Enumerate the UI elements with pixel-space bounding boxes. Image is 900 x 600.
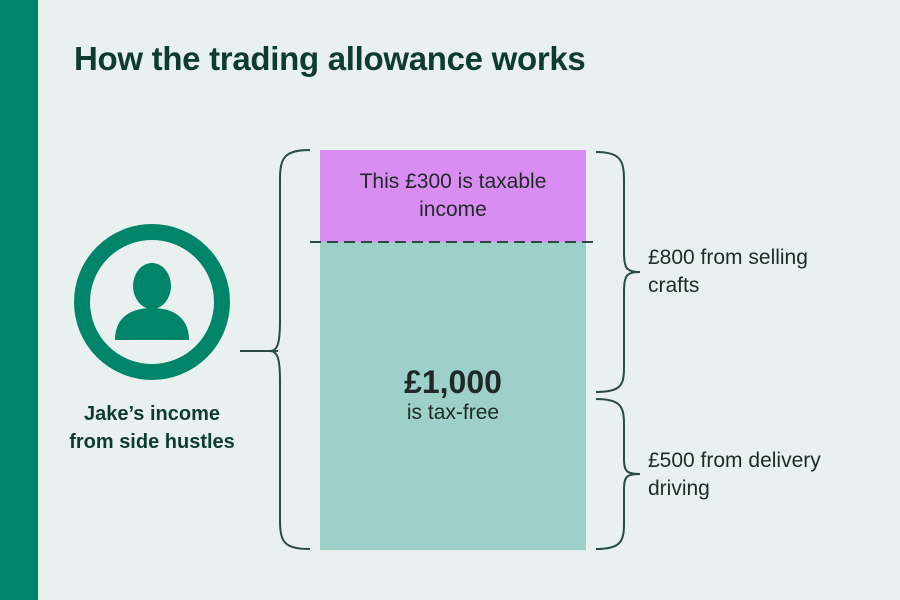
driving-brace bbox=[595, 398, 641, 550]
income-total-brace bbox=[269, 149, 311, 550]
icon-head bbox=[133, 263, 171, 309]
tax-free-box: £1,000 is tax-free bbox=[320, 242, 586, 550]
crafts-brace bbox=[595, 151, 641, 393]
taxable-income-box: This £300 is taxable income bbox=[320, 150, 586, 242]
page-title: How the trading allowance works bbox=[74, 40, 586, 77]
tax-free-amount: £1,000 bbox=[404, 364, 502, 400]
tax-free-text: £1,000 is tax-free bbox=[320, 364, 586, 426]
income-source-driving: £500 from delivery driving bbox=[648, 449, 821, 500]
icon-shoulders bbox=[115, 308, 189, 340]
person-circle-icon bbox=[74, 224, 230, 380]
person-label: Jake’s income from side hustles bbox=[69, 403, 235, 453]
icon-ring bbox=[74, 224, 230, 380]
tax-free-caption: is tax-free bbox=[406, 401, 500, 424]
income-source-crafts: £800 from selling crafts bbox=[648, 246, 808, 297]
taxable-income-text: This £300 is taxable income bbox=[359, 170, 547, 221]
left-accent-bar bbox=[0, 0, 38, 600]
